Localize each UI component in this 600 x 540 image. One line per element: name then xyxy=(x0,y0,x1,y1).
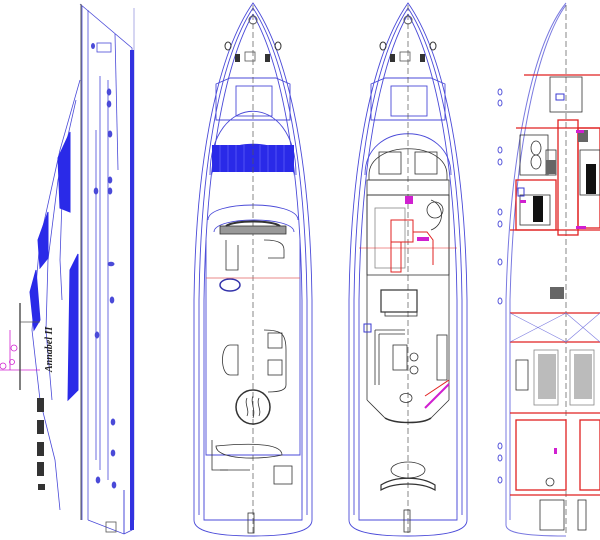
profile-drawing xyxy=(0,3,135,535)
lower-deck-view xyxy=(480,0,600,540)
lower-deck-drawing xyxy=(497,2,600,537)
profile-view: Annabel II xyxy=(0,0,150,540)
vessel-name-label: Annabel II xyxy=(44,326,55,372)
main-deck-view xyxy=(345,0,485,540)
sun-deck-view xyxy=(190,0,340,540)
main-deck-drawing xyxy=(348,2,468,537)
sun-deck-drawing xyxy=(193,2,313,537)
